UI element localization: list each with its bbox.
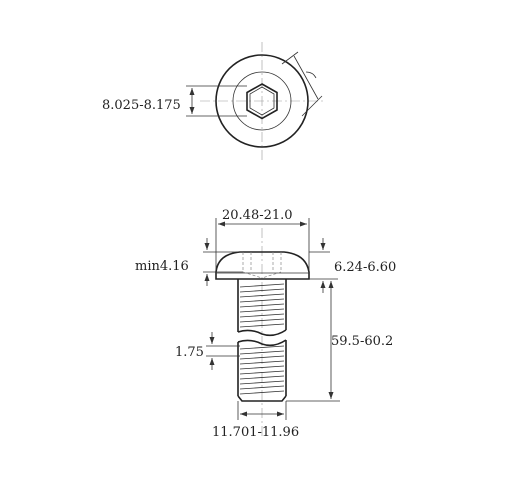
angle-ext-2 — [301, 95, 323, 117]
thread-line — [239, 355, 285, 360]
break-line-upper — [237, 329, 287, 337]
angle-ext-1 — [281, 51, 299, 65]
top-view: 8.025-8.175 — [102, 42, 325, 160]
thread-line — [239, 303, 285, 308]
shank-tip — [237, 395, 287, 402]
thread-line — [239, 385, 285, 390]
hex-socket — [246, 83, 278, 120]
thread-line — [239, 288, 285, 293]
head-inner-circle — [232, 71, 292, 131]
angle-dim-line — [293, 55, 319, 100]
thread-line — [239, 345, 285, 350]
thread-line — [239, 370, 285, 375]
thread-line — [239, 350, 285, 355]
length-dimension: 59.5-60.2 — [331, 334, 393, 349]
socket-depth-dimension: min4.16 — [135, 259, 189, 274]
break-line-lower — [237, 339, 287, 347]
angle-arc — [305, 71, 317, 79]
thread-line — [239, 298, 285, 303]
head-height-dimension: 6.24-6.60 — [334, 260, 396, 275]
hex-socket-dimension: 8.025-8.175 — [102, 98, 181, 113]
head-diameter-dimension: 20.48-21.0 — [222, 208, 293, 223]
thread-line — [239, 365, 285, 370]
socket-hidden-cone-l — [242, 271, 263, 279]
bolt-head — [215, 251, 310, 280]
thread-line — [239, 323, 285, 328]
thread-line — [239, 360, 285, 365]
hex-socket-inner — [249, 86, 275, 116]
thread-diameter-dimension: 11.701-11.96 — [212, 425, 299, 440]
side-view: 20.48-21.0 min4.16 6.24-6.60 59.5-60.2 1… — [135, 208, 396, 440]
thread-line — [239, 390, 285, 395]
head-outer-circle — [215, 54, 309, 148]
socket-hidden-cone-r — [261, 271, 282, 279]
thread-line — [239, 313, 285, 318]
thread-pitch-dimension: 1.75 — [175, 345, 204, 360]
thread-line — [239, 375, 285, 380]
thread-line — [239, 380, 285, 385]
thread-lines — [239, 283, 285, 395]
thread-line — [239, 283, 285, 288]
thread-line — [239, 308, 285, 313]
thread-line — [239, 318, 285, 323]
thread-line — [239, 293, 285, 298]
